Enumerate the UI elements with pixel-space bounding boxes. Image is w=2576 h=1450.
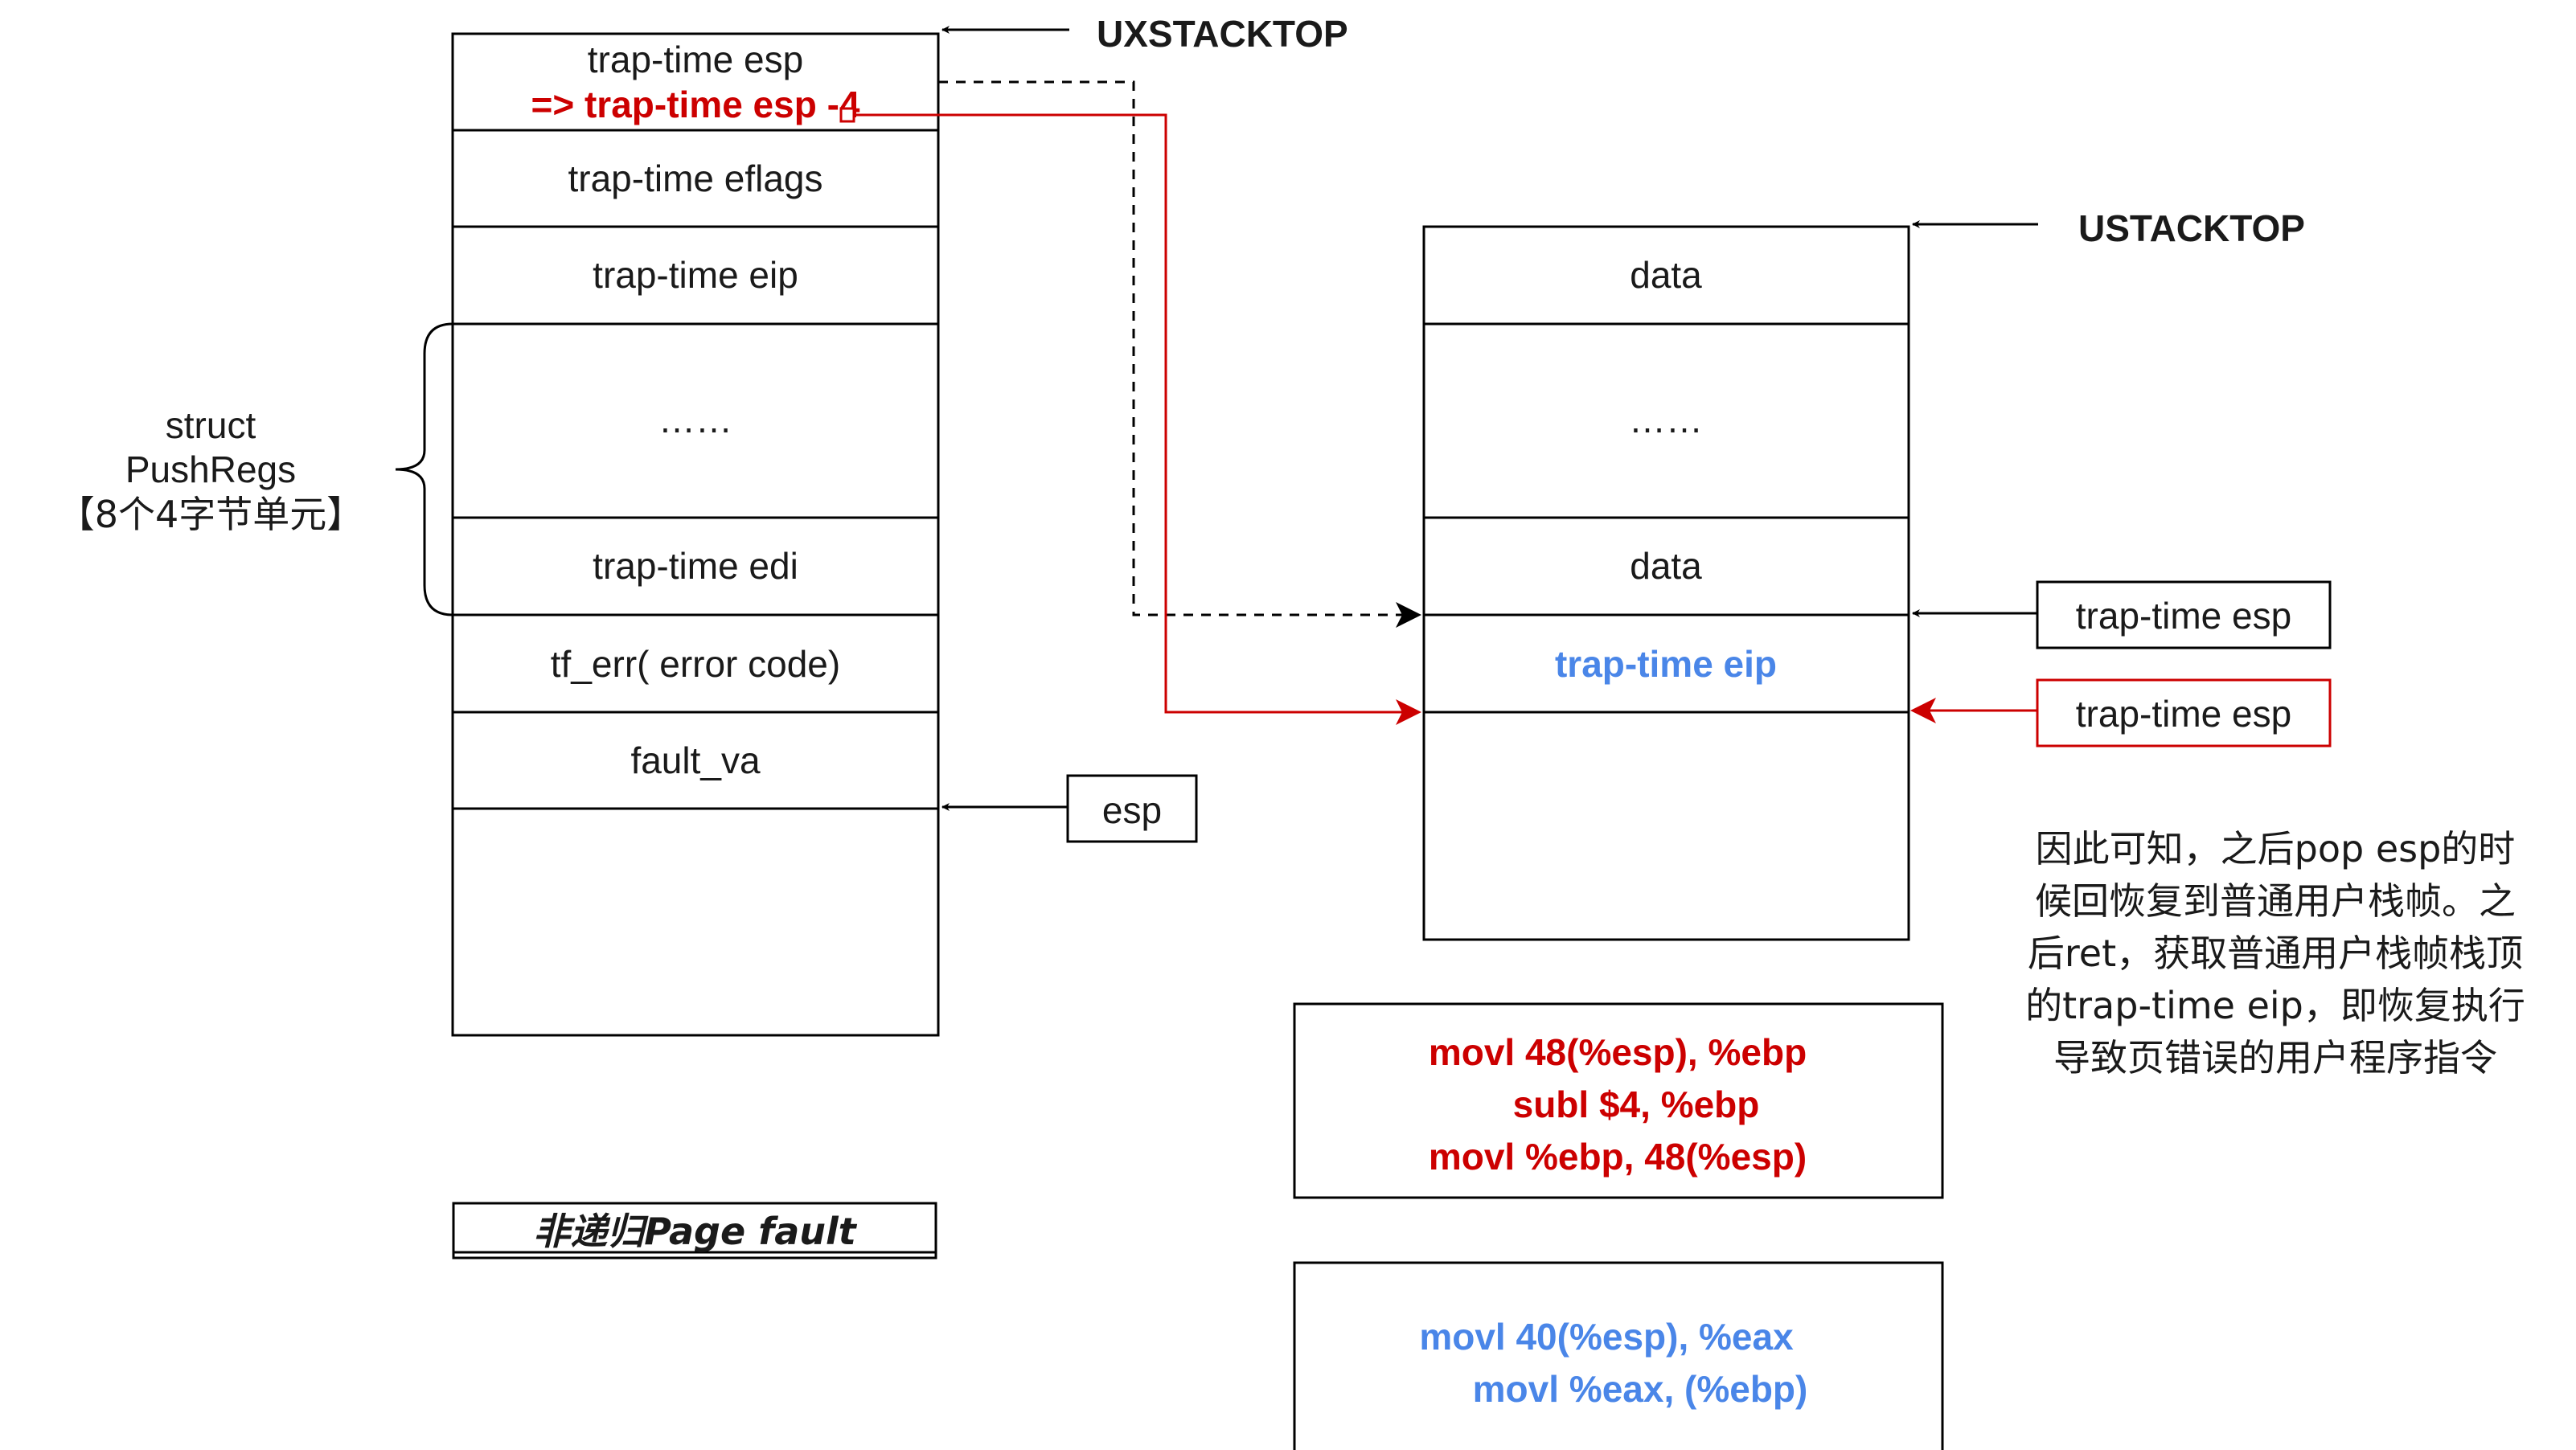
code-blue-line1: movl 40(%esp), %eax xyxy=(1419,1316,1794,1358)
exception-stack-frame xyxy=(451,32,940,1037)
esp-box xyxy=(1066,774,1198,843)
user-cell-data-top: data xyxy=(1630,254,1702,296)
explanation-text: 因此可知，之后pop esp的时 候回恢复到普通用户栈帧。之 后ret，获取普通… xyxy=(2025,827,2525,1079)
code-box-blue xyxy=(1293,1261,1944,1450)
exc-cell-trap-time-eflags: trap-time eflags xyxy=(568,158,822,199)
new-esp-arrowhead xyxy=(1910,698,1936,723)
old-esp-box xyxy=(2036,580,2332,649)
explanation-line-1: 因此可知，之后pop esp的时 xyxy=(2036,827,2516,870)
explanation-line-4: 的trap-time eip，即恢复执行 xyxy=(2025,984,2525,1027)
user-cell-trap-time-eip: trap-time eip xyxy=(1555,643,1777,685)
exc-cell-tf-err: tf_err( error code) xyxy=(551,643,840,685)
uxstacktop-label: UXSTACKTOP xyxy=(1097,13,1348,55)
exc-cell-ellipsis: …… xyxy=(658,399,732,440)
exc-cell-trap-time-esp: trap-time esp xyxy=(588,39,803,80)
dashed-connector-arrowhead xyxy=(1396,602,1421,628)
exc-cell-trap-time-esp-note: => trap-time esp -4 xyxy=(531,84,859,125)
red-connector xyxy=(841,113,1409,714)
new-esp-label: trap-time esp xyxy=(2076,693,2291,735)
exc-cell-trap-time-eip: trap-time eip xyxy=(593,254,798,296)
code-box-red xyxy=(1293,1002,1944,1199)
code-red-line1: movl 48(%esp), %ebp xyxy=(1429,1031,1807,1073)
exception-stack xyxy=(451,32,940,1037)
dashed-connector xyxy=(938,80,1409,616)
code-blue-line2: movl %eax, (%ebp) xyxy=(1473,1368,1808,1410)
caption-box: 非递归Page fault xyxy=(452,1202,937,1260)
caption-text: 非递归Page fault xyxy=(533,1210,858,1253)
explanation-line-3: 后ret，获取普通用户栈帧栈顶 xyxy=(2028,932,2523,975)
ustacktop-label: USTACKTOP xyxy=(2078,207,2305,249)
pushregs-label-line2: PushRegs xyxy=(125,449,296,490)
explanation-line-5: 导致页错误的用户程序指令 xyxy=(2053,1036,2497,1079)
red-connector-arrowhead xyxy=(1396,699,1421,725)
exc-cell-trap-time-edi: trap-time edi xyxy=(593,545,798,587)
pushregs-label-line3: 【8个4字节单元】 xyxy=(58,493,364,536)
pushregs-label-line1: struct xyxy=(166,404,256,446)
exc-cell-fault-va: fault_va xyxy=(630,739,761,781)
explanation-line-2: 候回恢复到普通用户栈帧。之 xyxy=(2035,879,2516,923)
user-stack xyxy=(1422,225,1910,941)
new-esp-box xyxy=(2036,678,2332,748)
user-cell-ellipsis: …… xyxy=(1629,399,1703,440)
pushregs-brace xyxy=(395,322,453,616)
old-esp-label: trap-time esp xyxy=(2076,595,2291,637)
user-cell-data-bottom: data xyxy=(1630,545,1702,587)
esp-label: esp xyxy=(1102,789,1162,831)
code-red-line2: subl $4, %ebp xyxy=(1513,1083,1760,1125)
red-connector-start-marker xyxy=(839,107,855,123)
user-stack-frame xyxy=(1422,225,1910,941)
code-red-line3: movl %ebp, 48(%esp) xyxy=(1429,1136,1807,1178)
